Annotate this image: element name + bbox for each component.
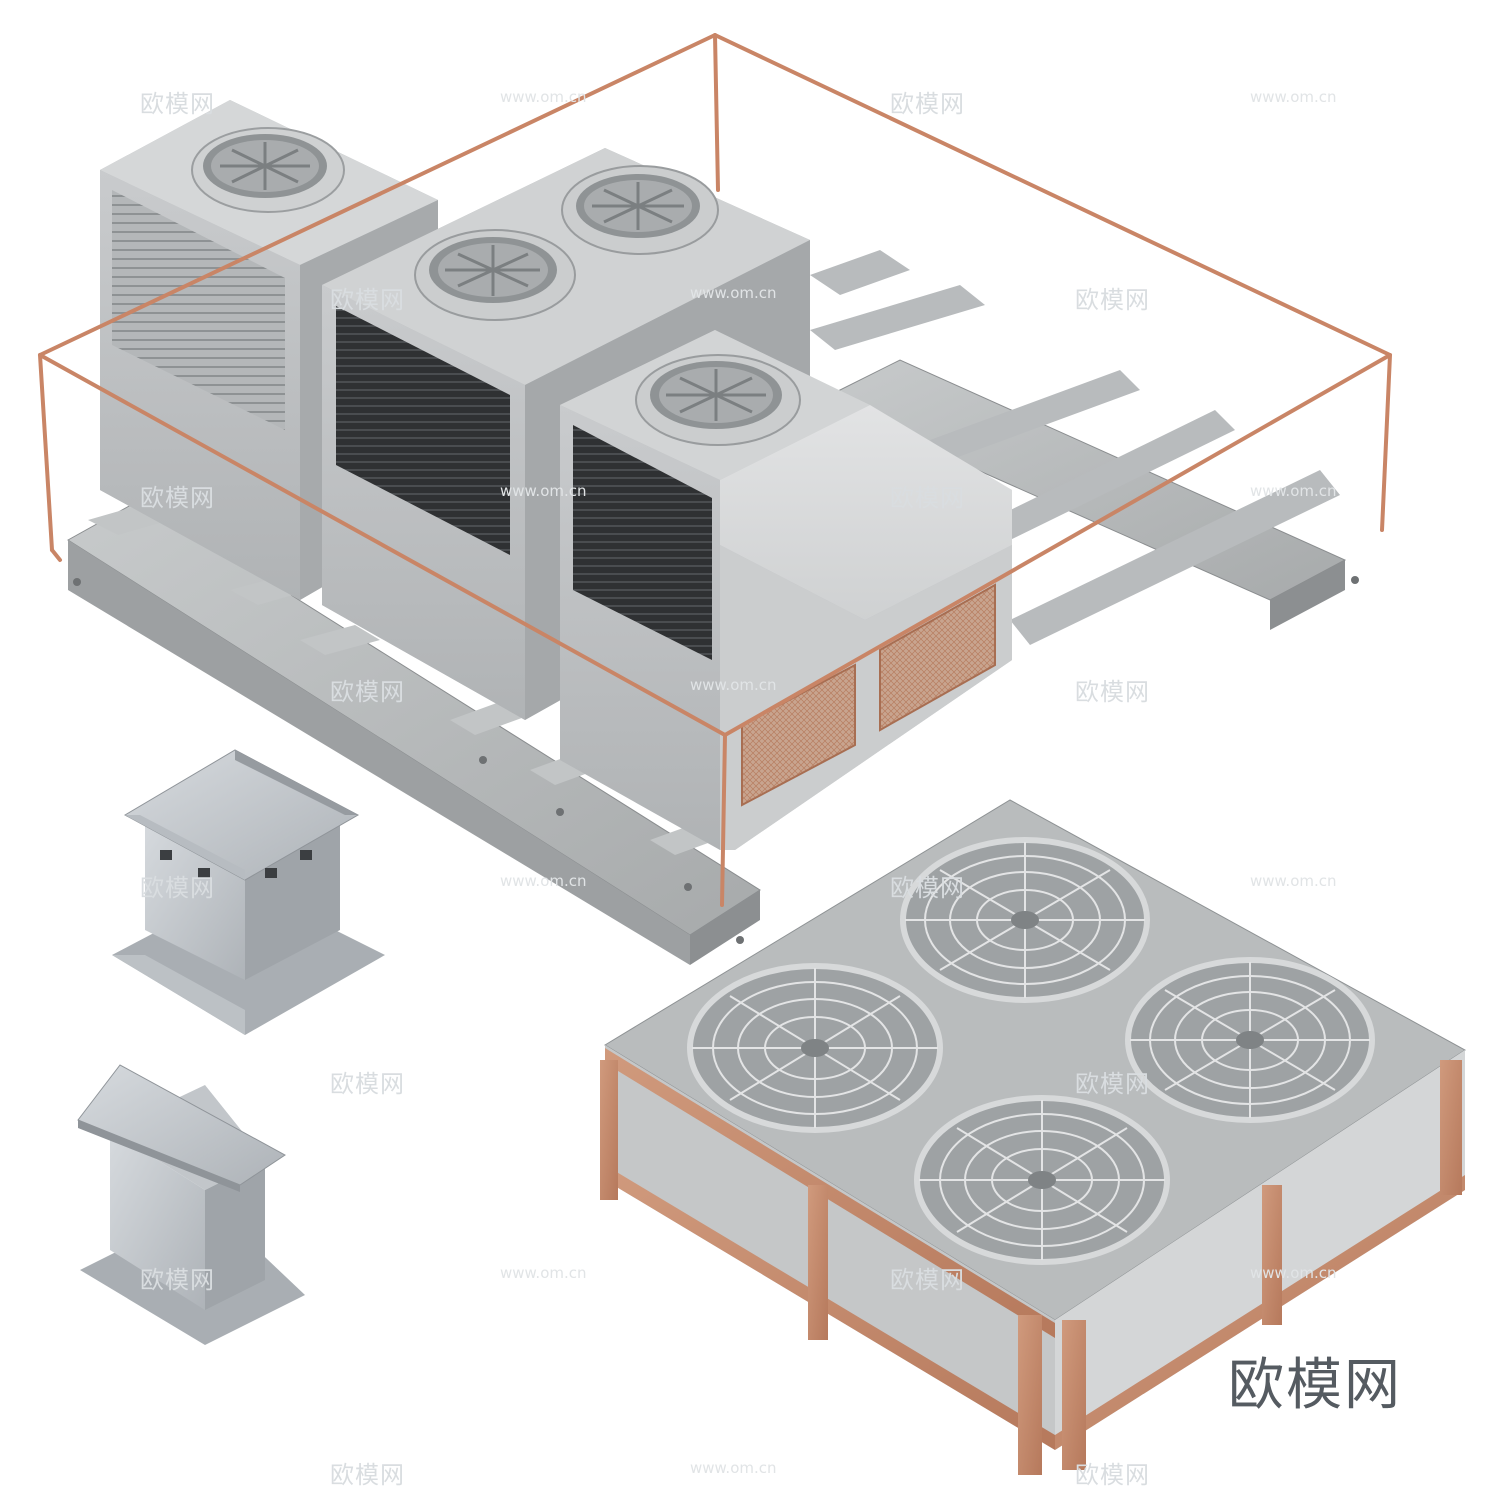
watermark: 欧模网 — [1075, 678, 1150, 706]
watermark: 欧模网 — [890, 874, 965, 902]
fan-front — [914, 1095, 1170, 1265]
vent-cap-pyramid — [112, 749, 385, 1035]
watermark: 欧模网 — [140, 90, 215, 118]
watermark: 欧模网 — [1075, 1070, 1150, 1098]
watermark: 欧模网 — [330, 678, 405, 706]
condenser-unit-front — [560, 330, 1012, 850]
watermark-url: www.om.cn — [1250, 872, 1337, 890]
watermark: 欧模网 — [1075, 1461, 1150, 1489]
watermark-url: www.om.cn — [1250, 88, 1337, 106]
watermark-url: www.om.cn — [500, 872, 587, 890]
watermark: 欧模网 — [1075, 286, 1150, 314]
watermark: 欧模网 — [330, 1070, 405, 1098]
fan-right — [1125, 957, 1375, 1123]
watermark-url: www.om.cn — [500, 482, 587, 500]
watermark: 欧模网 — [890, 484, 965, 512]
watermark-url: www.om.cn — [690, 1459, 777, 1477]
four-fan-condenser — [600, 799, 1466, 1475]
watermark-url: www.om.cn — [500, 1264, 587, 1282]
watermark: 欧模网 — [330, 286, 405, 314]
watermark: 欧模网 — [890, 90, 965, 118]
railing-frame — [38, 33, 1392, 907]
rooftop-condenser-group — [38, 33, 1392, 965]
brand-label: 欧模网 — [1228, 1353, 1402, 1418]
vent-cap-shed — [77, 1064, 305, 1345]
watermark-url: www.om.cn — [690, 284, 777, 302]
watermark: 欧模网 — [140, 874, 215, 902]
watermark-url: www.om.cn — [690, 676, 777, 694]
fan-back — [900, 837, 1150, 1003]
watermark: 欧模网 — [140, 484, 215, 512]
fan-left — [687, 963, 943, 1133]
watermark: 欧模网 — [330, 1461, 405, 1489]
watermark: 欧模网 — [140, 1266, 215, 1294]
watermark-url: www.om.cn — [1250, 1264, 1337, 1282]
watermark-url: www.om.cn — [500, 88, 587, 106]
watermark: 欧模网 — [890, 1266, 965, 1294]
watermark-url: www.om.cn — [1250, 482, 1337, 500]
